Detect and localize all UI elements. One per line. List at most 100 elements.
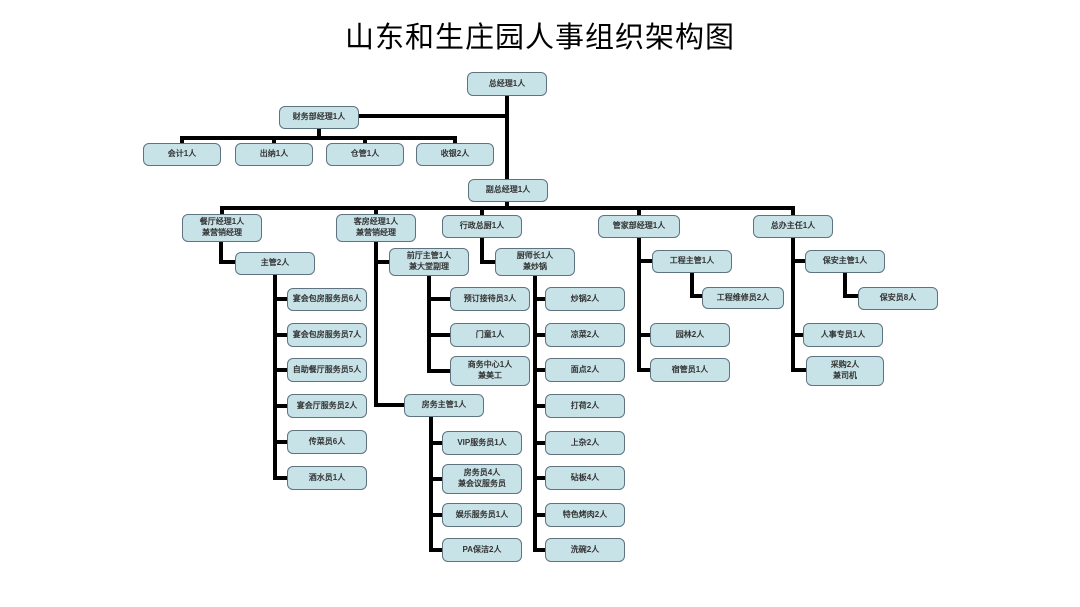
page-title: 山东和生庄园人事组织架构图 xyxy=(344,20,735,54)
org-node-cold-dish-cook: 凉菜2人 xyxy=(545,323,625,347)
org-node-restaurant-manager: 餐厅经理1人 兼营销经理 xyxy=(182,214,262,242)
connector-line xyxy=(219,242,223,264)
org-node-vip-server: VIP服务员1人 xyxy=(442,431,522,455)
org-node-banquet-room-server-7: 宴会包房服务员7人 xyxy=(287,323,367,347)
connector-line xyxy=(180,138,184,145)
connector-line xyxy=(791,259,805,263)
org-node-restaurant-supervisor: 主管2人 xyxy=(235,252,315,275)
connector-line xyxy=(480,208,484,217)
org-node-housekeeping-manager: 管家部经理1人 xyxy=(598,215,680,238)
connector-line xyxy=(429,417,433,552)
connector-line xyxy=(791,333,803,337)
org-node-dorm-manager: 宿管员1人 xyxy=(650,358,730,382)
org-node-warehouse-keeper: 仓管1人 xyxy=(326,143,404,166)
connector-line xyxy=(427,297,450,301)
connector-line xyxy=(273,404,287,408)
org-node-security-supervisor: 保安主管1人 xyxy=(805,250,885,273)
connector-line xyxy=(791,208,795,217)
connector-line xyxy=(533,404,545,408)
connector-line xyxy=(791,368,806,372)
org-node-landscaper: 园林2人 xyxy=(650,323,730,347)
org-node-wok-cook: 炒锅2人 xyxy=(545,287,625,311)
connector-line xyxy=(272,138,276,145)
connector-line xyxy=(220,208,224,216)
connector-line xyxy=(533,476,545,480)
org-node-pastry-cook: 面点2人 xyxy=(545,358,625,382)
connector-line xyxy=(637,259,652,263)
connector-line xyxy=(480,260,495,264)
org-node-reservation-receptionist: 预订接待员3人 xyxy=(450,287,530,311)
connector-line xyxy=(843,273,847,298)
connector-line xyxy=(359,114,509,118)
connector-line xyxy=(791,238,795,372)
connector-line xyxy=(533,548,545,552)
org-node-finance-manager: 财务部经理1人 xyxy=(279,106,359,129)
org-node-pa-cleaner: PA保洁2人 xyxy=(442,538,522,562)
connector-line xyxy=(273,275,277,480)
connector-line xyxy=(273,440,287,444)
connector-line xyxy=(427,276,431,373)
connector-line xyxy=(533,333,545,337)
connector-line xyxy=(429,477,442,481)
connector-line xyxy=(505,202,509,208)
org-node-deputy-general-manager: 副总经理1人 xyxy=(468,179,548,202)
org-node-security-guard: 保安员8人 xyxy=(858,287,938,310)
org-node-business-center: 商务中心1人 兼美工 xyxy=(450,356,530,386)
connector-line xyxy=(219,260,235,264)
connector-line xyxy=(533,297,545,301)
connector-line xyxy=(429,441,442,445)
connector-line xyxy=(374,242,378,407)
org-node-general-manager: 总经理1人 xyxy=(467,72,547,96)
org-node-bbq-cook: 特色烤肉2人 xyxy=(545,503,625,527)
org-node-doorman: 门童1人 xyxy=(450,323,530,347)
org-node-dishwasher: 洗碗2人 xyxy=(545,538,625,562)
connector-line xyxy=(427,369,450,373)
connector-line xyxy=(273,476,287,480)
connector-line xyxy=(690,273,694,298)
connector-line xyxy=(637,333,650,337)
connector-line xyxy=(637,368,650,372)
connector-line xyxy=(429,513,442,517)
connector-line xyxy=(533,368,545,372)
connector-line xyxy=(637,238,641,372)
connector-line xyxy=(505,96,509,180)
connector-line xyxy=(317,129,321,138)
org-node-cashier-chuna: 出纳1人 xyxy=(235,143,313,166)
org-node-head-chef: 厨师长1人 兼炒锅 xyxy=(495,248,575,276)
connector-line xyxy=(533,441,545,445)
connector-line xyxy=(273,368,287,372)
connector-line xyxy=(220,206,795,210)
connector-line xyxy=(480,238,484,264)
org-node-entertainment-server: 娱乐服务员1人 xyxy=(442,503,522,527)
org-node-room-manager: 客房经理1人 兼营销经理 xyxy=(336,214,416,242)
org-node-front-office-supervisor: 前厅主管1人 兼大堂副理 xyxy=(389,248,469,276)
org-node-executive-chef: 行政总厨1人 xyxy=(442,215,522,238)
connector-line xyxy=(533,276,537,552)
org-node-engineering-supervisor: 工程主管1人 xyxy=(652,250,732,273)
connector-line xyxy=(374,208,378,216)
org-node-cashier-shouyin: 收银2人 xyxy=(416,143,494,166)
org-node-banquet-hall-server: 宴会厅服务员2人 xyxy=(287,394,367,418)
connector-line xyxy=(273,333,287,337)
org-node-chopping-board-cook: 砧板4人 xyxy=(545,466,625,490)
org-node-room-service-supervisor: 房务主管1人 xyxy=(404,394,484,417)
org-node-kitchen-helper: 打荷2人 xyxy=(545,394,625,418)
org-node-maintenance-worker: 工程维修员2人 xyxy=(702,287,784,309)
org-node-misc-cook: 上杂2人 xyxy=(545,431,625,455)
org-node-food-runner: 传菜员6人 xyxy=(287,430,367,454)
connector-line xyxy=(374,260,389,264)
connector-line xyxy=(843,294,858,298)
connector-line xyxy=(690,294,702,298)
org-node-banquet-room-server-6: 宴会包房服务员6人 xyxy=(287,288,367,311)
org-node-room-attendant: 房务员4人 兼会议服务员 xyxy=(442,464,522,494)
org-node-accountant: 会计1人 xyxy=(143,143,221,166)
connector-line xyxy=(273,297,287,301)
connector-line xyxy=(427,333,450,337)
org-node-procurement: 采购2人 兼司机 xyxy=(806,356,884,386)
org-node-hr-specialist: 人事专员1人 xyxy=(803,323,883,347)
org-node-beverage-server: 酒水员1人 xyxy=(287,466,367,490)
connector-line xyxy=(533,513,545,517)
connector-line xyxy=(453,138,457,145)
connector-line xyxy=(180,136,457,140)
